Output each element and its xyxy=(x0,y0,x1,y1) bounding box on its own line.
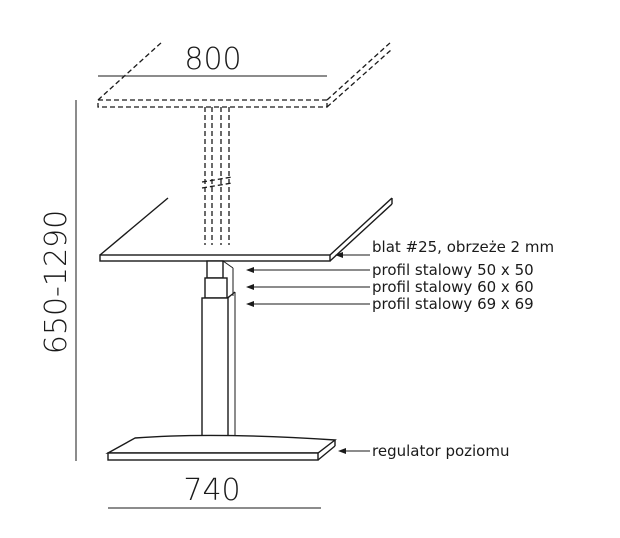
profile-69-label: profil stalowy 69 x 69 xyxy=(372,295,534,313)
tabletop xyxy=(99,197,393,262)
top-width-value: 800 xyxy=(184,42,241,77)
height-dimension: 650-1290 xyxy=(39,100,77,461)
base-width-dimension: 740 xyxy=(108,473,321,509)
leveler-label: regulator poziomu xyxy=(372,442,509,460)
profile-69-segment xyxy=(201,297,229,449)
base-foot xyxy=(105,434,337,461)
profile-60-label: profil stalowy 60 x 60 xyxy=(372,278,534,296)
profile-50-segment xyxy=(206,260,224,279)
tabletop-label: blat #25, obrzeże 2 mm xyxy=(372,238,554,256)
raised-tabletop-outline xyxy=(97,41,392,108)
profile-60-segment xyxy=(204,277,228,299)
callout-leaders xyxy=(246,252,370,454)
height-range-value: 650-1290 xyxy=(39,210,74,354)
top-width-dimension: 800 xyxy=(98,42,327,77)
profile-50-label: profil stalowy 50 x 50 xyxy=(372,261,534,279)
raised-column-outline xyxy=(201,107,233,245)
callout-labels: blat #25, obrzeże 2 mm profil stalowy 50… xyxy=(372,238,554,460)
telescopic-column xyxy=(201,260,236,449)
base-width-value: 740 xyxy=(183,473,240,508)
